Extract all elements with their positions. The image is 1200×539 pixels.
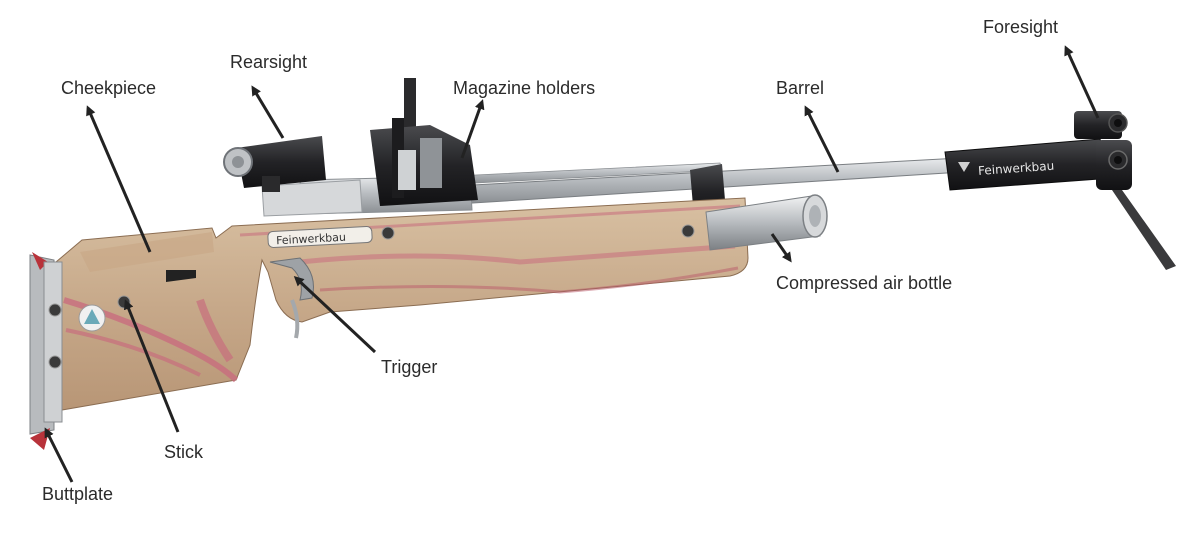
arrow-compressed-air-bottle (770, 233, 792, 263)
arrow-barrel (804, 105, 840, 173)
label-barrel: Barrel (776, 78, 825, 98)
label-buttplate: Buttplate (42, 484, 114, 504)
buttplate (29, 252, 106, 450)
cheekpiece-bracket (166, 270, 196, 282)
arrow-buttplate (44, 427, 74, 483)
stock: Feinwerkbau (55, 197, 749, 411)
rearsight (223, 136, 326, 192)
label-cheekpiece: Cheekpiece (61, 78, 157, 98)
arrow-rearsight (251, 85, 285, 139)
stock-brand-text: Feinwerkbau (276, 231, 346, 248)
barrel-support-rod (1112, 190, 1176, 270)
label-stick: Stick (164, 442, 204, 462)
arrow-trigger (293, 275, 377, 354)
magazine-holders (370, 78, 478, 206)
compressed-air-bottle (705, 194, 828, 251)
arrow-foresight (1064, 45, 1100, 119)
label-trigger: Trigger (381, 357, 438, 377)
label-foresight: Foresight (983, 17, 1059, 37)
arrows (44, 45, 1100, 483)
barrel-weight-sleeve: Feinwerkbau (944, 138, 1113, 191)
barrel-brand-text: Feinwerkbau (978, 159, 1055, 178)
arrow-magazine-holders (460, 99, 485, 159)
label-compressed-air-bottle: Compressed air bottle (776, 273, 953, 293)
arrow-stick (123, 299, 180, 433)
label-magazine-holders: Magazine holders (453, 78, 596, 98)
trigger-guard (269, 257, 314, 339)
arrow-cheekpiece (86, 105, 152, 253)
foresight (1074, 111, 1132, 190)
label-rearsight: Rearsight (230, 52, 308, 72)
